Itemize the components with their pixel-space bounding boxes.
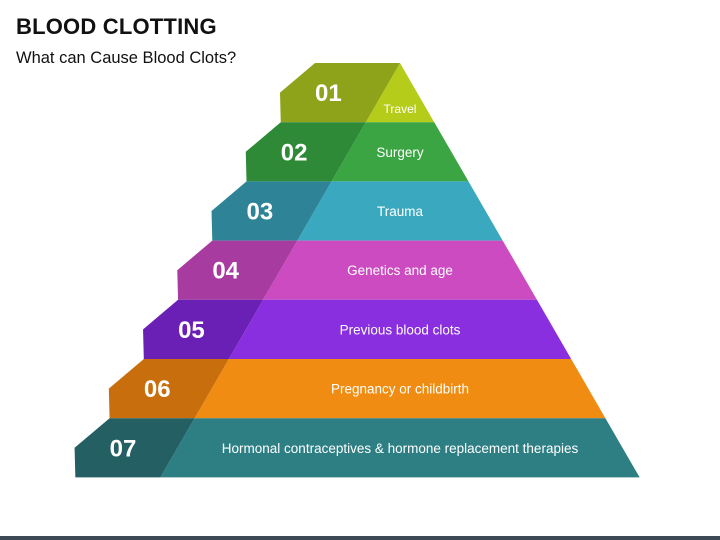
level-number-07: 07 [110,435,137,462]
level-band-01 [365,63,435,123]
level-band-02 [331,122,469,182]
level-tab-03 [211,181,332,241]
pyramid-level-02: 02 Surgery [245,122,469,182]
level-tab-06 [108,359,229,419]
level-label-07: Hormonal contraceptives & hormone replac… [222,441,579,456]
pyramid-level-03: 03 Trauma [211,181,503,241]
level-tab-04 [177,240,298,300]
pyramid-level-06: 06 Pregnancy or childbirth [108,359,606,419]
level-label-05: Previous blood clots [340,322,461,337]
level-band-03 [297,181,503,241]
level-label-01: Travel [384,102,417,116]
level-tab-07 [74,418,195,478]
level-band-07 [160,418,640,478]
level-label-04: Genetics and age [347,263,453,278]
level-number-06: 06 [144,376,171,403]
pyramid-level-05: 05 Previous blood clots [143,299,572,359]
level-tab-02 [245,122,366,182]
page-subtitle: What can Cause Blood Clots? [16,49,237,67]
pyramid-level-07: 07 Hormonal contraceptives & hormone repl… [74,418,640,478]
level-number-05: 05 [178,317,205,344]
level-tab-01 [280,63,400,123]
pyramid-level-04: 04 Genetics and age [177,240,537,300]
level-number-03: 03 [247,199,274,226]
page-title: BLOOD CLOTTING [16,14,217,39]
level-label-06: Pregnancy or childbirth [331,382,469,397]
level-number-02: 02 [281,139,308,166]
level-number-01: 01 [315,80,342,107]
level-band-04 [263,240,537,300]
level-number-04: 04 [212,258,239,285]
level-tab-05 [143,299,264,359]
level-label-03: Trauma [377,204,424,219]
level-label-02: Surgery [376,145,424,160]
footer-bar [0,536,720,540]
level-band-06 [194,359,606,419]
level-band-05 [228,299,572,359]
